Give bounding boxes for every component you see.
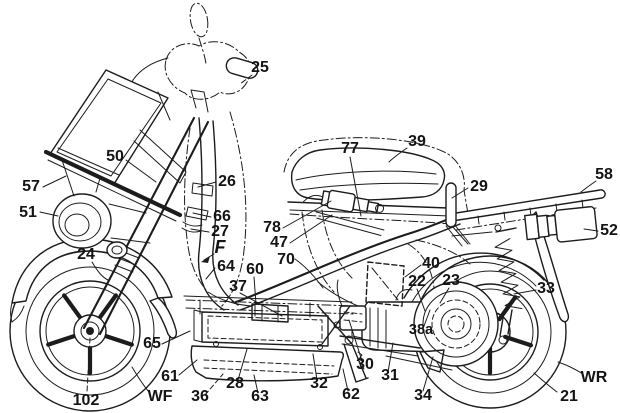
callout-39: 39 <box>408 133 426 150</box>
callout-32: 32 <box>310 375 328 392</box>
callout-60: 60 <box>246 261 264 278</box>
callout-24: 24 <box>77 246 95 263</box>
swingarm <box>339 335 453 373</box>
callout-37: 37 <box>229 278 247 295</box>
callout-30: 30 <box>356 356 374 373</box>
rear-shock <box>494 224 523 345</box>
callout-28: 28 <box>226 375 244 392</box>
rear-fender <box>403 252 545 303</box>
battery-box <box>193 303 329 350</box>
callout-33: 33 <box>537 280 555 297</box>
mirror <box>189 2 209 65</box>
callout-WR: WR <box>581 369 608 386</box>
fuel-pump <box>303 189 385 237</box>
callout-36: 36 <box>191 388 209 405</box>
callout-50: 50 <box>106 148 124 165</box>
center-stand <box>317 305 369 383</box>
callout-61: 61 <box>161 368 179 385</box>
air-cleaner-box <box>365 261 405 307</box>
cvt-cover <box>413 281 499 367</box>
callout-78: 78 <box>263 219 281 236</box>
callout-23: 23 <box>442 272 460 289</box>
hand-grip <box>225 57 259 79</box>
leg-shield-phantom <box>184 111 247 309</box>
callout-40: 40 <box>422 255 440 272</box>
headlight <box>52 159 151 259</box>
front-wheel <box>9 250 171 412</box>
callout-31: 31 <box>381 367 399 384</box>
callout-51: 51 <box>19 204 37 221</box>
callout-47: 47 <box>270 234 288 251</box>
front-basket <box>43 69 187 222</box>
callout-70: 70 <box>277 251 295 268</box>
callout-58: 58 <box>595 166 613 183</box>
callout-77: 77 <box>341 140 359 157</box>
rear-mud-flap <box>529 211 570 323</box>
callout-27: 27 <box>211 223 229 240</box>
seat <box>287 147 451 217</box>
callout-63: 63 <box>251 388 269 405</box>
underseat-phantom <box>301 209 359 307</box>
callout-57: 57 <box>22 178 40 195</box>
body-phantom-outline <box>283 137 469 215</box>
callout-34: 34 <box>414 387 432 404</box>
callout-64: 64 <box>217 258 235 275</box>
callout-38a: 38a <box>409 322 434 338</box>
leader-lines <box>39 74 599 396</box>
callout-WF: WF <box>148 388 173 405</box>
callout-21: 21 <box>560 388 578 405</box>
front-fork <box>82 116 210 336</box>
callout-62: 62 <box>342 386 360 403</box>
callout-66: 66 <box>213 208 231 225</box>
callout-25: 25 <box>251 59 269 76</box>
callout-65: 65 <box>143 335 161 352</box>
callout-22: 22 <box>408 273 426 290</box>
callout-26: 26 <box>218 173 236 190</box>
frame-arrowhead <box>201 256 210 263</box>
callout-52: 52 <box>600 222 618 239</box>
steering-column <box>181 117 239 311</box>
callout-F: F <box>215 237 227 257</box>
callout-102: 102 <box>73 392 100 409</box>
carburetor <box>336 279 367 331</box>
tail-light <box>524 206 598 243</box>
callout-29: 29 <box>470 178 488 195</box>
handlebar <box>95 41 259 193</box>
rear-carrier <box>445 182 606 247</box>
callout-labels: 25 50 57 51 26 66 27 F 64 24 60 37 65 61… <box>19 59 618 409</box>
